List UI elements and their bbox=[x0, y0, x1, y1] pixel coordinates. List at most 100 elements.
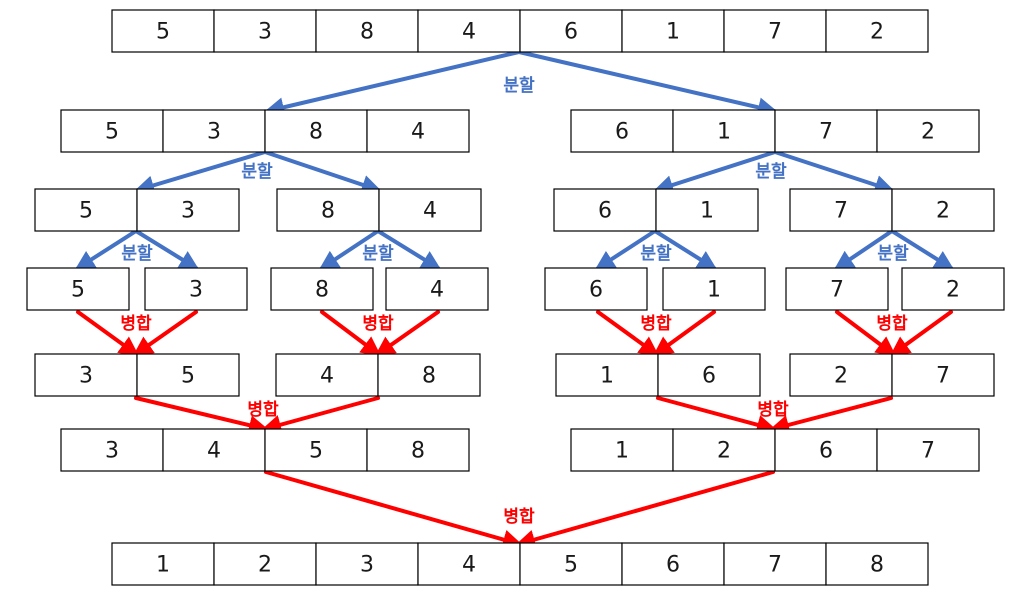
array-cell: 7 bbox=[723, 9, 827, 53]
cell-box bbox=[111, 9, 215, 53]
merge-arrow bbox=[596, 310, 660, 357]
array-cell: 1 bbox=[662, 267, 766, 311]
merge-arrow bbox=[769, 396, 893, 435]
split-arrow bbox=[773, 150, 895, 195]
cell-box bbox=[417, 542, 521, 586]
array-cell: 6 bbox=[570, 109, 674, 153]
cell-value: 3 bbox=[360, 553, 374, 578]
merge-label: 병합 bbox=[640, 313, 672, 334]
cell-value: 8 bbox=[360, 20, 374, 45]
merge-arrow bbox=[374, 310, 440, 357]
cell-value: 3 bbox=[258, 20, 272, 45]
merge-label: 병합 bbox=[247, 399, 279, 420]
array-cell: 6 bbox=[657, 353, 761, 397]
cell-box bbox=[825, 542, 929, 586]
cell-box bbox=[553, 188, 657, 232]
cell-box bbox=[901, 267, 1005, 311]
single-array: 1 bbox=[662, 267, 766, 311]
array-cell: 5 bbox=[136, 353, 240, 397]
split-arrow bbox=[653, 229, 718, 271]
cell-value: 5 bbox=[309, 439, 323, 464]
array-cell: 4 bbox=[275, 353, 379, 397]
cell-box bbox=[672, 428, 776, 472]
cell-box bbox=[385, 267, 489, 311]
merge-arrow bbox=[320, 310, 382, 357]
cell-value: 7 bbox=[936, 364, 950, 389]
cell-box bbox=[315, 542, 419, 586]
cell-value: 4 bbox=[411, 120, 425, 145]
merge-arrow bbox=[652, 310, 716, 357]
single-array: 4 bbox=[385, 267, 489, 311]
cell-value: 6 bbox=[819, 439, 833, 464]
array-cell: 5 bbox=[60, 109, 164, 153]
cell-box bbox=[34, 353, 138, 397]
cell-value: 3 bbox=[207, 120, 221, 145]
array-cell: 7 bbox=[785, 267, 889, 311]
merge-label: 병합 bbox=[876, 313, 908, 334]
split-arrow bbox=[264, 50, 521, 118]
cell-value: 8 bbox=[422, 364, 436, 389]
merge-arrow bbox=[261, 396, 380, 435]
single-array: 8 bbox=[270, 267, 374, 311]
array-cell: 5 bbox=[34, 188, 138, 232]
cell-box bbox=[264, 109, 368, 153]
cell-value: 5 bbox=[181, 364, 195, 389]
cell-box bbox=[774, 109, 878, 153]
cell-value: 5 bbox=[156, 20, 170, 45]
split-arrow bbox=[653, 150, 777, 195]
array-cell: 4 bbox=[385, 267, 489, 311]
merge-arrow bbox=[76, 310, 140, 357]
cell-box bbox=[60, 109, 164, 153]
array-cell: 8 bbox=[315, 9, 419, 53]
cell-value: 5 bbox=[71, 278, 85, 303]
cell-box bbox=[621, 542, 725, 586]
merge-label: 병합 bbox=[120, 313, 152, 334]
cell-box bbox=[785, 267, 889, 311]
array-cell: 3 bbox=[213, 9, 317, 53]
split-arrow bbox=[263, 150, 382, 195]
cell-box bbox=[519, 542, 623, 586]
array-cell: 4 bbox=[378, 188, 482, 232]
split-arrow bbox=[890, 229, 955, 271]
array-cell: 2 bbox=[891, 188, 995, 232]
single-array: 5 bbox=[26, 267, 130, 311]
cell-value: 1 bbox=[700, 199, 714, 224]
array-cell: 5 bbox=[26, 267, 130, 311]
cell-box bbox=[366, 428, 470, 472]
array-cell: 5 bbox=[519, 542, 623, 586]
merge-arrow bbox=[132, 310, 198, 357]
cell-box bbox=[26, 267, 130, 311]
cell-value: 1 bbox=[600, 364, 614, 389]
cell-box bbox=[876, 428, 980, 472]
cell-value: 6 bbox=[666, 553, 680, 578]
array-cell: 4 bbox=[162, 428, 266, 472]
split-arrow bbox=[594, 229, 657, 271]
array-cell: 3 bbox=[60, 428, 164, 472]
array-cell: 8 bbox=[264, 109, 368, 153]
cell-value: 3 bbox=[79, 364, 93, 389]
cell-value: 6 bbox=[598, 199, 612, 224]
cell-value: 7 bbox=[834, 199, 848, 224]
array-cell: 6 bbox=[621, 542, 725, 586]
merge-arrow bbox=[515, 470, 775, 550]
single-array: 7 bbox=[785, 267, 889, 311]
cell-box bbox=[144, 267, 248, 311]
split-label: 분할 bbox=[362, 244, 394, 264]
array-cell: 8 bbox=[270, 267, 374, 311]
array-cell: 5 bbox=[264, 428, 368, 472]
cell-box bbox=[162, 109, 266, 153]
cell-box bbox=[672, 109, 776, 153]
cell-box bbox=[275, 353, 379, 397]
split-label: 분할 bbox=[241, 162, 273, 182]
split-arrow bbox=[134, 229, 200, 271]
array-cell: 8 bbox=[276, 188, 380, 232]
